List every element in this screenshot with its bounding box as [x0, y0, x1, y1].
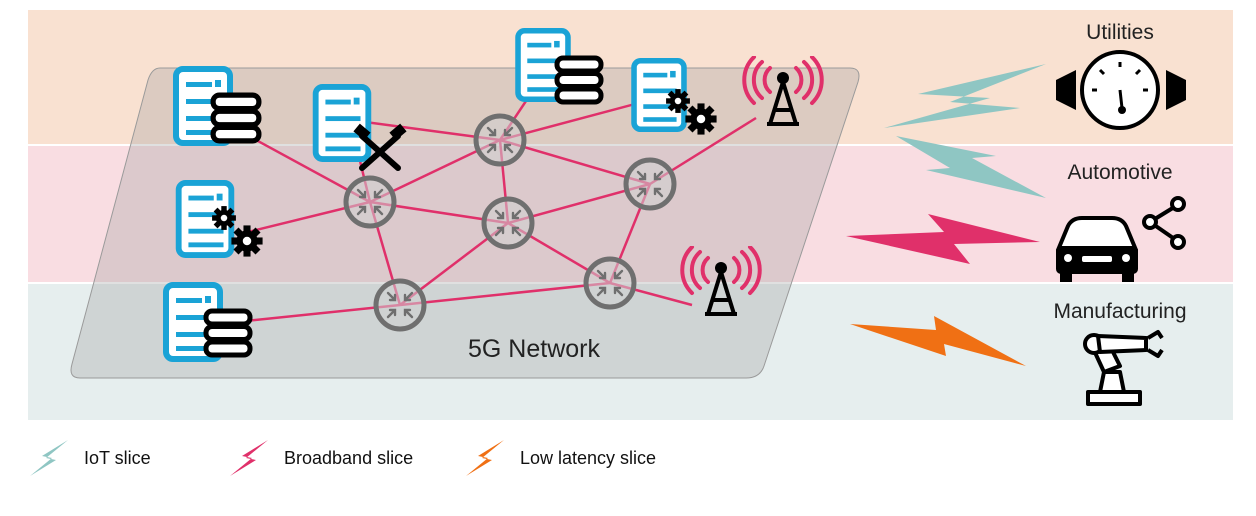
legend-low-latency: Low latency slice: [464, 438, 656, 478]
legend-label-iot: IoT slice: [84, 447, 151, 468]
legend-iot: IoT slice: [28, 438, 151, 478]
router-icon: [346, 178, 394, 226]
database-icon: [213, 95, 259, 141]
robot-arm-icon: [1083, 330, 1164, 406]
router-icon: [626, 160, 674, 208]
low-latency-slice-bolt-icon: [850, 316, 1026, 366]
broadband-slice-bolt-icon: [846, 214, 1040, 264]
router-icon: [376, 281, 424, 329]
low-latency-slice-bolt-icon: [466, 440, 504, 476]
connected-car-icon: [1056, 196, 1186, 282]
iot-slice-bolt-icon: [30, 440, 68, 476]
server-icon: [316, 87, 369, 159]
router-icon: [476, 116, 524, 164]
iot-slice-bolt-icon: [896, 136, 1046, 198]
database-icon: [557, 58, 601, 102]
network-label: 5G Network: [468, 335, 600, 363]
tools-icon: [353, 123, 407, 171]
legend-broadband: Broadband slice: [228, 438, 413, 478]
sector-label-automotive: Automotive: [1067, 161, 1172, 184]
broadband-slice-bolt-icon: [230, 440, 268, 476]
iot-slice-bolt-icon: [884, 64, 1046, 128]
sector-label-utilities: Utilities: [1086, 21, 1154, 44]
database-icon: [206, 311, 250, 355]
sector-label-manufacturing: Manufacturing: [1053, 300, 1186, 323]
router-icon: [484, 199, 532, 247]
gauge-icon: [1056, 50, 1186, 130]
legend-label-broadband: Broadband slice: [284, 447, 414, 468]
router-icon: [586, 259, 634, 307]
legend-label-low-latency: Low latency slice: [520, 447, 657, 468]
